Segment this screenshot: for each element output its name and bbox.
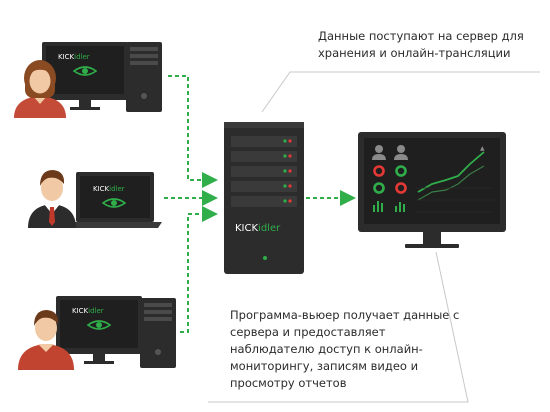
pc-tower	[126, 42, 162, 112]
viewer-caption: Программа-вьюер получает данные с сервер…	[230, 308, 460, 390]
connector-3	[180, 206, 218, 333]
caption-leaders	[208, 71, 540, 403]
workstation-3: KICKidler	[18, 296, 176, 370]
server-drive-bays	[231, 136, 297, 207]
eye-icon	[72, 66, 98, 76]
pc-tower	[140, 298, 176, 368]
workstation-2: KICKidler	[28, 170, 162, 228]
viewer-monitor: ▲	[358, 132, 506, 248]
man-avatar-casual	[18, 310, 74, 370]
kickidler-logo: KICKidler	[58, 53, 90, 61]
user-icon	[372, 145, 386, 160]
trend-marker: ▲	[480, 145, 485, 152]
grid-lines	[416, 187, 494, 213]
leader-top	[261, 71, 540, 113]
eye-icon	[86, 320, 112, 330]
workstation-1: KICKidler	[14, 42, 162, 118]
server: KICKidler	[224, 122, 304, 274]
connector-1	[168, 75, 218, 188]
laptop-base	[68, 222, 162, 228]
eye-icon	[101, 198, 127, 208]
bar-glyphs	[373, 201, 405, 212]
man-avatar	[28, 170, 76, 228]
connectors	[164, 75, 356, 333]
kickidler-logo: KICKidler	[72, 307, 104, 315]
donut-indicators	[373, 165, 407, 194]
kickidler-logo: KICKidler	[235, 223, 281, 234]
server-caption: Данные поступают на сервер для хранения …	[318, 29, 524, 60]
user-icon	[394, 145, 408, 160]
power-led	[263, 256, 267, 260]
kickidler-logo: KICKidler	[93, 185, 125, 193]
trend-lines	[417, 151, 485, 201]
woman-avatar	[14, 60, 66, 118]
dashboard-screen: ▲	[372, 145, 494, 213]
leader-bottom	[208, 251, 469, 403]
